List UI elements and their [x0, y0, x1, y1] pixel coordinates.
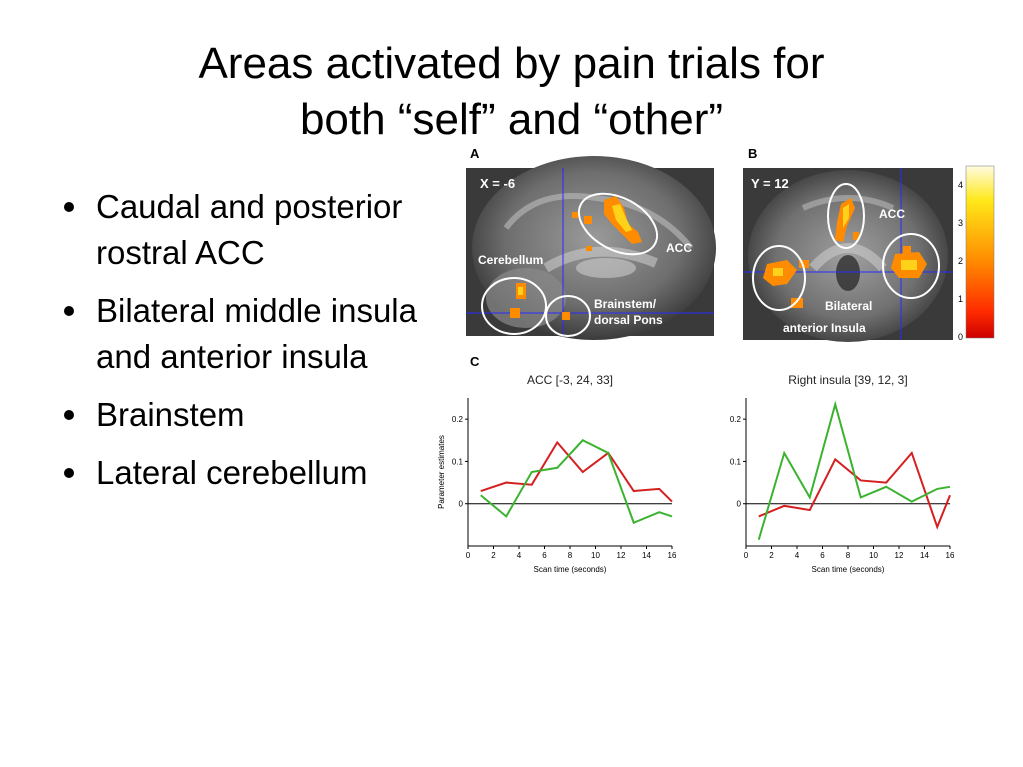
bullet-dot [64, 410, 74, 420]
bullet-item: Bilateral middle insula and anterior ins… [56, 288, 446, 380]
label-brainstem-2: dorsal Pons [594, 313, 663, 327]
bullet-text: Bilateral middle insula and anterior ins… [96, 292, 417, 375]
sagittal-brain-image: X = -6 ACC Cerebellum Brainstem/ dorsal … [466, 156, 716, 340]
bullet-dot [64, 468, 74, 478]
bullet-item: Brainstem [56, 392, 446, 438]
insula-line-chart: Right insula [39, 12, 3] 0 0.1 0.2 0 2 4 6 8 10 12… [710, 368, 970, 583]
colorbar-tick: 2 [958, 256, 963, 266]
x-tick-label: 6 [820, 551, 825, 560]
x-tick-label: 10 [869, 551, 878, 560]
label-insula-2: anterior Insula [783, 321, 866, 335]
x-tick-label: 14 [920, 551, 929, 560]
y-tick-label: 0.2 [730, 415, 742, 424]
x-tick-label: 16 [668, 551, 677, 560]
y-tick-label: 0.1 [730, 457, 742, 466]
panel-c-letter: C [470, 354, 480, 369]
label-insula-1: Bilateral [825, 299, 872, 313]
x-tick-label: 2 [491, 551, 496, 560]
colorbar-tick: 0 [958, 332, 963, 342]
bullet-item: Caudal and posterior rostral ACC [56, 184, 446, 276]
label-acc-a: ACC [666, 241, 692, 255]
series-line-red [480, 440, 673, 503]
label-brainstem-1: Brainstem/ [594, 297, 657, 311]
x-tick-label: 14 [642, 551, 651, 560]
series-line-green [480, 439, 673, 525]
panel-a-letter: A [470, 146, 480, 161]
label-cerebellum: Cerebellum [478, 253, 543, 267]
title-line-1: Areas activated by pain trials for [198, 39, 825, 88]
bullet-dot [64, 202, 74, 212]
x-axis-label: Scan time (seconds) [534, 565, 607, 574]
colorbar: 4 3 2 1 0 [958, 164, 1002, 349]
x-tick-label: 8 [568, 551, 573, 560]
x-tick-label: 6 [542, 551, 547, 560]
slide-title: Areas activated by pain trials for both … [0, 36, 1023, 144]
x-tick-label: 16 [946, 551, 955, 560]
y-axis-label: Parameter estimates [437, 435, 446, 509]
panel-b-coord: Y = 12 [751, 176, 789, 191]
x-tick-label: 8 [846, 551, 851, 560]
y-tick-label: 0 [459, 500, 464, 509]
panel-a-coord: X = -6 [480, 176, 515, 191]
title-line-2: both “self” and “other” [299, 95, 724, 144]
bullet-item: Lateral cerebellum [56, 450, 446, 496]
x-tick-label: 12 [895, 551, 904, 560]
series-line-red [758, 451, 951, 530]
panel-b-letter: B [748, 146, 758, 161]
bullet-text: Lateral cerebellum [96, 454, 368, 491]
bullet-text: Brainstem [96, 396, 245, 433]
x-tick-label: 0 [466, 551, 471, 560]
x-tick-label: 0 [744, 551, 749, 560]
y-tick-label: 0 [737, 500, 742, 509]
x-tick-label: 4 [517, 551, 522, 560]
colorbar-tick: 3 [958, 218, 963, 228]
chart-title: ACC [-3, 24, 33] [527, 373, 613, 387]
series-line-green [757, 400, 951, 540]
bullet-dot [64, 306, 74, 316]
x-tick-label: 2 [769, 551, 774, 560]
chart-title: Right insula [39, 12, 3] [788, 373, 907, 387]
colorbar-tick: 4 [958, 180, 963, 190]
x-tick-label: 10 [591, 551, 600, 560]
bullet-text: Caudal and posterior rostral ACC [96, 188, 403, 271]
label-acc-b: ACC [879, 207, 905, 221]
y-tick-label: 0.1 [452, 457, 464, 466]
bullet-list: Caudal and posterior rostral ACC Bilater… [56, 184, 446, 508]
x-axis-label: Scan time (seconds) [812, 565, 885, 574]
y-tick-label: 0.2 [452, 415, 464, 424]
colorbar-tick: 1 [958, 294, 963, 304]
x-tick-label: 4 [795, 551, 800, 560]
x-tick-label: 12 [617, 551, 626, 560]
coronal-brain-image: Y = 12 ACC Bilateral anterior Insula [743, 168, 953, 342]
